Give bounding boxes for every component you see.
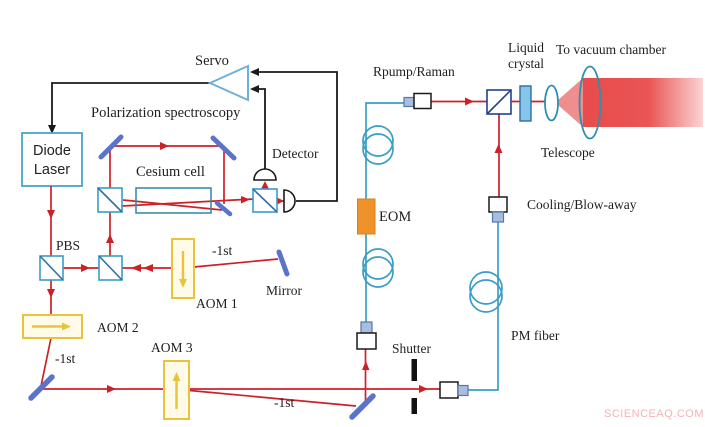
pbs-cube-spectroscopy	[97, 187, 123, 213]
eom-label: EOM	[379, 209, 412, 225]
liquid-crystal-plate	[519, 85, 532, 122]
servo-label: Servo	[195, 53, 229, 69]
aom3-label: AOM 3	[151, 340, 193, 355]
shutter-label: Shutter	[392, 341, 431, 356]
mirror-bottom-left	[28, 374, 55, 401]
minus-first-order-aom1-label: -1st	[212, 243, 233, 258]
minus-first-order-aom3-label: -1st	[274, 395, 295, 410]
beam-arrowheads	[47, 97, 503, 393]
pbs-cube-2	[98, 255, 123, 281]
expanding-beam-cone	[558, 78, 703, 127]
mirrors	[28, 134, 376, 420]
eom-box	[357, 198, 376, 235]
aom2-box	[22, 314, 83, 339]
to-vacuum-chamber-label: To vacuum chamber	[556, 42, 667, 57]
detector-side	[283, 189, 296, 213]
pbs-cube-1	[39, 255, 64, 281]
detector-dome	[253, 168, 277, 181]
fibers	[362, 102, 503, 391]
pm-fiber-label: PM fiber	[511, 328, 560, 343]
servo-amplifier	[207, 64, 249, 102]
telescope-label: Telescope	[541, 145, 595, 160]
wire-arrowheads	[48, 68, 259, 134]
eom-fiber	[365, 102, 404, 322]
aom2-label: AOM 2	[97, 320, 139, 335]
cooling-blow-away-label: Cooling/Blow-away	[527, 197, 637, 212]
aom1-box	[171, 238, 195, 299]
mirror-top-right	[210, 135, 237, 161]
mirror-aom1-retro	[276, 249, 290, 277]
aom3-box	[163, 360, 190, 420]
cesium-cell-label: Cesium cell	[136, 164, 205, 180]
combiner-pbs	[486, 89, 512, 115]
liquid-crystal-label: Liquid crystal	[508, 40, 544, 71]
mirror-label: Mirror	[266, 283, 302, 298]
mirror-top-left	[98, 134, 124, 160]
telescope-lens-small	[544, 84, 559, 122]
pbs-cube-detector	[252, 188, 278, 213]
shutter-blades	[411, 359, 417, 414]
minus-first-order-aom2-label: -1st	[55, 351, 76, 366]
telescope-lens-large	[578, 65, 602, 140]
watermark: SCIENCEAQ.COM	[604, 408, 705, 420]
servo-feedback-wires	[51, 71, 338, 202]
cesium-cell-box	[135, 187, 212, 214]
fiber-coupler-rpump-out	[403, 92, 432, 110]
diode-laser-label: Diode Laser	[33, 143, 71, 178]
diode-laser-box	[21, 132, 83, 187]
detector-label: Detector	[272, 146, 319, 161]
mirror-bottom-right	[349, 393, 376, 420]
mirror-cell-return	[214, 200, 233, 217]
pbs-label: PBS	[56, 238, 81, 253]
fiber-coupler-cooling-out	[488, 196, 508, 223]
fiber-coupler-pm-in	[439, 381, 469, 399]
aom1-label: AOM 1	[196, 296, 238, 311]
rpump-raman-label: Rpump/Raman	[373, 64, 455, 79]
polarization-spectroscopy-label: Polarization spectroscopy	[91, 105, 241, 121]
fiber-coupler-eom-in	[356, 321, 377, 350]
